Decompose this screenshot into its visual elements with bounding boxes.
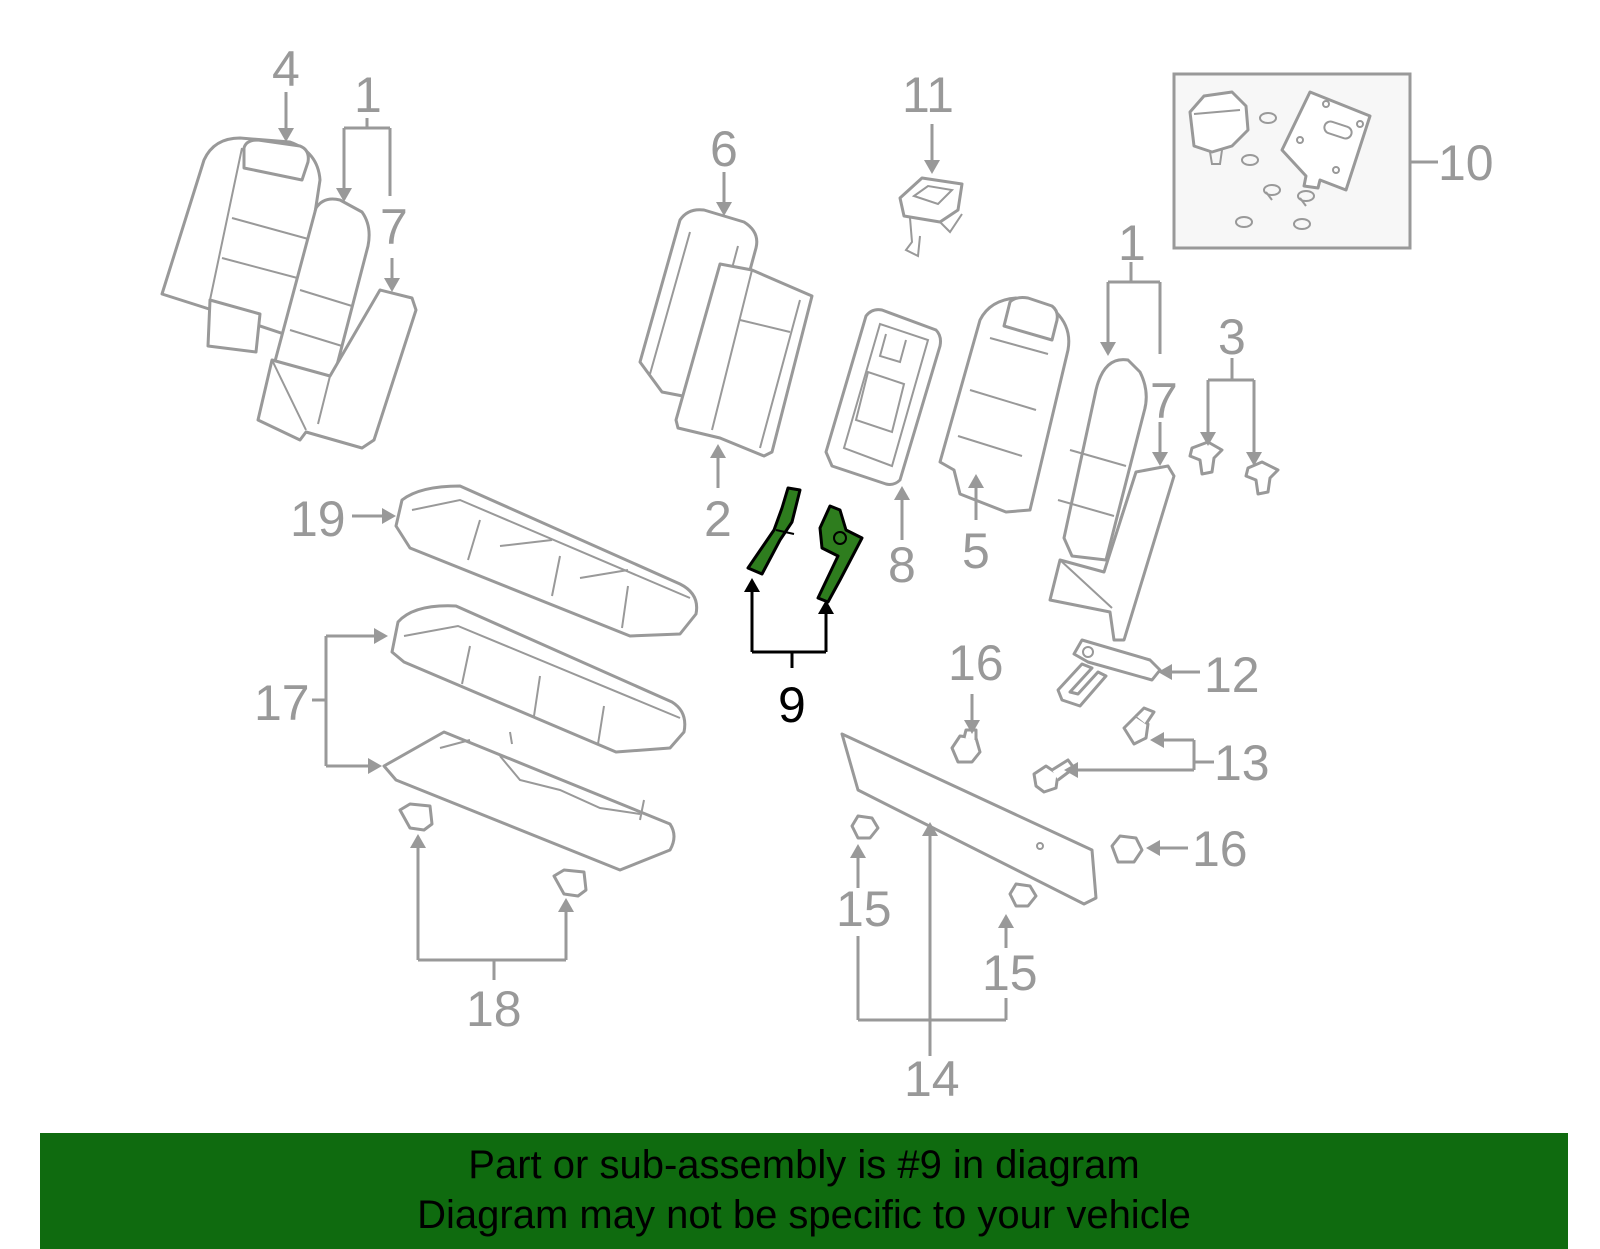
callout-4-leader [278, 92, 294, 142]
part-9-hinge-left [746, 486, 802, 576]
callout-2: 2 [704, 491, 732, 547]
callout-17-leader [312, 628, 388, 774]
callout-8-leader [894, 486, 910, 540]
callout-1-right-leader [1100, 262, 1162, 356]
clips-3 [1188, 440, 1280, 496]
rear-trim-panel [840, 732, 1098, 906]
callout-19-leader [352, 508, 396, 524]
callout-9: 9 [778, 677, 806, 733]
callout-15-left: 15 [836, 881, 892, 937]
hooks-18 [398, 802, 588, 898]
callout-5: 5 [962, 523, 990, 579]
banner-line-disclaimer: Diagram may not be specific to your vehi… [417, 1193, 1191, 1237]
callout-17: 17 [254, 675, 310, 731]
callout-11-leader [924, 124, 940, 174]
left-seat-back-frame [206, 288, 418, 450]
callout-5-leader [968, 474, 984, 520]
center-seat-back-frame [674, 262, 814, 458]
right-seat-back-pad [1057, 358, 1148, 562]
callout-14: 14 [904, 1051, 960, 1107]
callout-15-right: 15 [982, 945, 1038, 1001]
subassembly-box-10 [1172, 72, 1412, 250]
callout-12-leader [1158, 664, 1200, 680]
callout-7-right: 7 [1150, 373, 1178, 429]
left-seat-back-cover [160, 136, 322, 340]
callout-13-leader [1064, 732, 1214, 778]
callout-9-leader [744, 578, 834, 668]
callout-7-left-leader [384, 258, 400, 292]
callout-6: 6 [710, 121, 738, 177]
right-seat-back-frame [1048, 464, 1176, 642]
callout-18-leader [410, 834, 574, 980]
callout-1-left-leader [336, 118, 392, 202]
callout-7-right-leader [1152, 422, 1168, 466]
armrest-panel [824, 308, 942, 486]
callout-6-leader [716, 172, 732, 216]
callout-19: 19 [290, 491, 346, 547]
callout-11: 11 [902, 67, 954, 123]
callout-15-leader [850, 844, 1014, 1022]
callout-1-right: 1 [1118, 215, 1146, 271]
callout-10: 10 [1438, 135, 1494, 191]
clips-15 [850, 814, 1038, 908]
bolts-13 [1032, 706, 1156, 794]
part-9-hinge-right [816, 504, 864, 604]
callout-7-left: 7 [380, 199, 408, 255]
callout-3: 3 [1218, 309, 1246, 365]
callout-16-lower: 16 [1192, 821, 1248, 877]
seat-cushion-cover [394, 484, 699, 638]
callout-3-leader [1200, 358, 1262, 466]
callout-4: 4 [272, 41, 300, 97]
seat-cushion-pad [390, 604, 687, 754]
callout-8: 8 [888, 537, 916, 593]
cup-holder [898, 176, 964, 258]
striker-bracket [1056, 638, 1162, 708]
info-banner: Part or sub-assembly is #9 in diagram Di… [40, 1133, 1568, 1249]
callout-2-leader [710, 444, 726, 488]
right-seat-back-cover [938, 296, 1071, 514]
fasteners-16 [950, 728, 1144, 864]
callout-18: 18 [466, 981, 522, 1037]
callout-12: 12 [1204, 647, 1260, 703]
banner-line-part: Part or sub-assembly is #9 in diagram [468, 1143, 1140, 1187]
callout-13: 13 [1214, 735, 1270, 791]
callout-16-leaders [964, 694, 1188, 856]
callout-16-upper: 16 [948, 635, 1004, 691]
seat-cushion-frame [382, 730, 676, 872]
left-seat-back-pad [268, 197, 371, 394]
callout-1-left: 1 [354, 67, 382, 123]
